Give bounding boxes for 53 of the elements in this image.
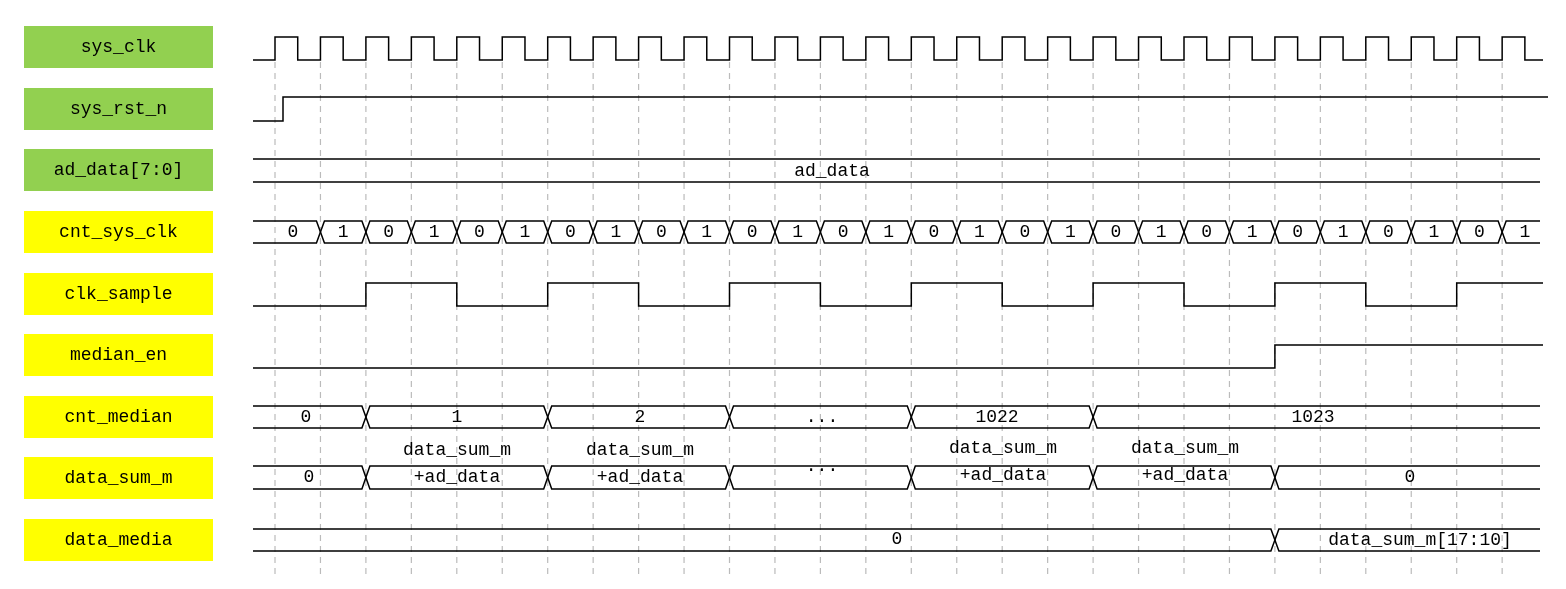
signal-value: 1 [451, 405, 463, 429]
signal-value: 1 [792, 220, 804, 244]
signal-value: 0 [746, 220, 758, 244]
signal-value: 1 [428, 220, 440, 244]
signal-value: 0 [1201, 220, 1213, 244]
signal-value: data_sum_m +ad_data [1130, 437, 1240, 487]
signal-value: 0 [655, 220, 667, 244]
signal-value: 0 [1292, 220, 1304, 244]
signal-value: 0 [891, 527, 903, 551]
signal-name-box: data_sum_m [24, 457, 213, 499]
signal-value: data_sum_m +ad_data [585, 439, 695, 489]
signal-value: 1 [519, 220, 531, 244]
signal-name-box: cnt_median [24, 396, 213, 438]
signal-name-box: sys_rst_n [24, 88, 213, 130]
signal-value: 0 [1019, 220, 1031, 244]
signal-value: 0 [1404, 465, 1416, 489]
signal-name-box: cnt_sys_clk [24, 211, 213, 253]
signal-value: ad_data [794, 159, 870, 183]
signal-value: data_sum_m +ad_data [402, 439, 512, 489]
signal-name-box: ad_data[7:0] [24, 149, 213, 191]
signal-value: 1 [701, 220, 713, 244]
signal-value: 1 [337, 220, 349, 244]
signal-name-box: data_media [24, 519, 213, 561]
signal-value: 0 [1110, 220, 1122, 244]
signal-value: data_sum_m +ad_data [948, 437, 1058, 487]
signal-value: data_sum_m[17:10] [1328, 528, 1512, 552]
signal-value: 1023 [1291, 405, 1335, 429]
signal-value: 0 [565, 220, 576, 244]
signal-value: 0 [1383, 220, 1394, 244]
signal-value: 0 [300, 405, 312, 429]
signal-value: ... [805, 405, 839, 429]
signal-value: 1 [1519, 220, 1531, 244]
signal-value: 1 [1246, 220, 1258, 244]
signal-name-box: sys_clk [24, 26, 213, 68]
signal-value: 1022 [975, 405, 1019, 429]
signal-value: 0 [1474, 220, 1485, 244]
signal-value: 0 [303, 465, 315, 489]
signal-name-box: clk_sample [24, 273, 213, 315]
signal-value: 1 [1064, 220, 1076, 244]
signal-value: 0 [287, 220, 299, 244]
signal-value: 1 [1337, 220, 1349, 244]
signal-value: 0 [474, 220, 485, 244]
signal-value: 1 [883, 220, 894, 244]
signal-value: 2 [634, 405, 646, 429]
signal-value: ... [805, 454, 839, 478]
signal-value: 1 [1155, 220, 1167, 244]
signal-value: 0 [928, 220, 940, 244]
signal-name-box: median_en [24, 334, 213, 376]
signal-value: 1 [1428, 220, 1440, 244]
signal-value: 1 [610, 220, 622, 244]
signal-value: 0 [837, 220, 849, 244]
signal-value: 1 [974, 220, 985, 244]
signal-value: 0 [383, 220, 395, 244]
